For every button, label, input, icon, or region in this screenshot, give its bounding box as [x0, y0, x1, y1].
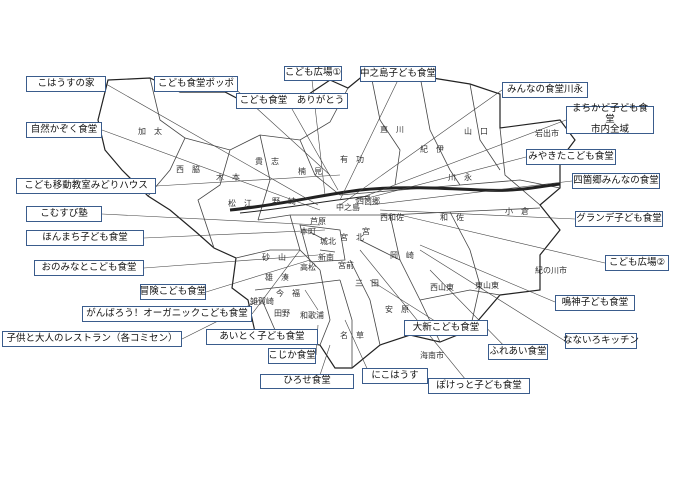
district-kawanaga: 川 永 — [448, 173, 472, 182]
label-machikado-title: まちかど子ども食堂 — [571, 102, 648, 125]
river — [229, 182, 561, 212]
label-midori-house: こども移動教室みどりハウス — [16, 178, 156, 194]
label-nikohausu: にこはうす — [362, 368, 428, 384]
label-poppo: こども食堂ポッポ — [154, 76, 238, 92]
label-aitoku: あいとく子ども食堂 — [206, 329, 318, 345]
label-honmachi: ほんまち子ども食堂 — [26, 230, 144, 246]
district-wasa: 和 佐 — [440, 213, 464, 222]
label-komusubi: こむすび塾 — [26, 206, 102, 222]
label-nanairo: なないろキッチン — [563, 333, 639, 349]
district-takamatsu: 高松 — [300, 263, 316, 272]
district-okazaki: 岡 崎 — [390, 251, 414, 260]
label-bouken: 冒険こども食堂 — [140, 284, 206, 300]
city-iwade: 岩出市 — [535, 129, 559, 138]
district-kata: 加 太 — [138, 127, 162, 136]
label-kakukomisen: 子供と大人のレストラン（各コミセン） — [2, 331, 182, 347]
district-isao: 有 功 — [340, 155, 364, 164]
district-nozaki: 野 崎 — [272, 197, 296, 206]
city-kainan: 海南市 — [420, 351, 444, 360]
district-saikazaki: 雑賀崎 — [250, 297, 274, 306]
label-shikago: 四箇郷みんなの食堂 — [572, 173, 660, 189]
label-nakanoshima: 中之島子ども食堂 — [360, 66, 436, 82]
district-kishi: 貴 志 — [255, 157, 279, 166]
label-organic: がんばろう！オーガニックこども食堂 — [82, 306, 252, 322]
city-kinokawa: 紀の川市 — [535, 266, 567, 275]
label-kodomo-hiroba-1: こども広場① — [284, 66, 342, 81]
district-kusumi: 楠 見 — [298, 167, 322, 176]
district-ogura: 小 倉 — [505, 207, 529, 216]
district-nishiwasa: 西和佐 — [380, 213, 404, 222]
district-honmachi: 本町 — [300, 227, 316, 236]
city-boundary — [97, 69, 576, 369]
district-tano: 田野 — [274, 309, 290, 318]
label-kodomo-hiroba-2: こども広場② — [605, 255, 669, 271]
district-kii: 紀 伊 — [420, 145, 444, 154]
district-nishisando: 西山東 — [430, 283, 454, 292]
label-arigatou: こども食堂 ありがとう — [236, 93, 348, 109]
district-matsue: 松 江 — [228, 199, 252, 208]
district-yasuhara: 安 原 — [385, 305, 409, 314]
district-imafuku: 今 福 — [276, 289, 300, 298]
label-taishin: 大新こども食堂 — [404, 320, 488, 336]
label-shizen-kazoku: 自然かぞく食堂 — [26, 122, 102, 138]
label-grande: グランデ子ども食堂 — [575, 211, 663, 227]
district-ominato: 雄 湊 — [265, 273, 289, 282]
district-sunagawa: 直 川 — [380, 125, 404, 134]
district-miyakita: 宮 北 — [340, 233, 364, 242]
district-nishiwaki: 西 脇 — [176, 165, 200, 174]
label-pocket: ぽけっと子ども食堂 — [428, 378, 530, 394]
label-kohausu-no-ie: こはうすの家 — [26, 76, 106, 92]
district-shikago: 四箇郷 — [356, 197, 380, 206]
district-kimoto: 木 本 — [216, 173, 240, 182]
label-machikado: まちかど子ども食堂 市内全域 — [566, 102, 654, 136]
district-sunayama: 砂 山 — [262, 253, 286, 262]
district-mita: 三 田 — [355, 279, 379, 288]
district-miyamae: 宮前 — [338, 261, 354, 270]
label-kawanaga: みんなの食堂川永 — [502, 82, 588, 98]
label-hirose: ひろせ食堂 — [260, 374, 354, 389]
district-nakanoshima: 中之島 — [336, 203, 360, 212]
district-johoku: 城北 — [320, 237, 336, 246]
district-yamaguchi: 山 口 — [464, 127, 488, 136]
label-machikado-area: 市内全域 — [590, 124, 629, 136]
label-fureai: ふれあい食堂 — [488, 344, 548, 360]
district-shinnan: 新南 — [318, 253, 334, 262]
district-nagusa: 名 草 — [340, 331, 364, 340]
district-ashihara: 芦原 — [310, 217, 326, 226]
district-higashisando: 東山東 — [475, 281, 499, 290]
label-kojika: こじか食堂 — [268, 348, 316, 364]
district-wakaura: 和歌浦 — [300, 311, 324, 320]
label-narukami: 鳴神子ども食堂 — [555, 295, 635, 311]
district-miya: 宮 — [362, 227, 370, 236]
label-miyakita: みやきたこども食堂 — [526, 149, 616, 165]
label-onominato: おのみなとこども食堂 — [34, 260, 144, 276]
